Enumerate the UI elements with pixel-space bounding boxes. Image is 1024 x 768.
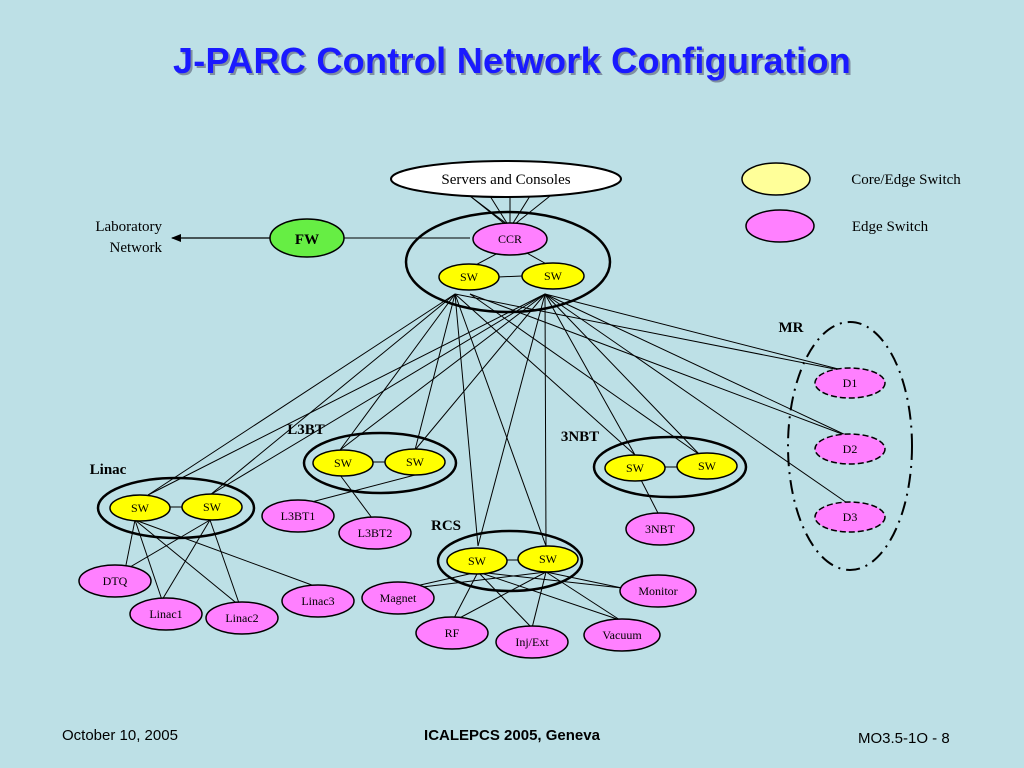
- linac-switch-left: [109, 494, 171, 522]
- rf-node: [415, 616, 489, 650]
- l3bt1-label: L3BT1: [281, 509, 316, 523]
- linac-switch-right: [181, 493, 243, 521]
- l3bt2-node: [338, 516, 412, 550]
- core-switch-left-label: SW: [460, 270, 479, 284]
- lab-network-label-line2: Network: [110, 240, 163, 256]
- ccr-label: CCR: [498, 232, 522, 246]
- l3bt2-label: L3BT2: [358, 526, 393, 540]
- linac-switch-right-label: SW: [203, 500, 222, 514]
- mr-group-label: MR: [779, 320, 804, 336]
- nbt-group-ellipse: [592, 435, 748, 499]
- legend-edge-label: Edge Switch: [852, 219, 929, 235]
- injext-node: [495, 625, 569, 659]
- vacuum-node: [583, 618, 661, 652]
- linac2-label: Linac2: [225, 611, 258, 625]
- injext-label: Inj/Ext: [515, 635, 549, 649]
- magnet-node: [361, 581, 435, 615]
- footer-date: October 10, 2005: [62, 727, 178, 744]
- page-title: J-PARC Control Network Configuration: [172, 40, 852, 81]
- rcs-switch-left: [446, 547, 508, 575]
- core-switch-right-label: SW: [544, 269, 563, 283]
- vacuum-label: Vacuum: [602, 628, 642, 642]
- linac-group-label: Linac: [90, 462, 127, 478]
- monitor-node: [619, 574, 697, 608]
- core-group-ellipse: [404, 210, 612, 314]
- linac3-node: [281, 584, 355, 618]
- rf-label: RF: [445, 626, 460, 640]
- rcs-switch-right: [517, 545, 579, 573]
- legend-core-edge-swatch: [741, 162, 811, 196]
- footer-conference: ICALEPCS 2005, Geneva: [424, 727, 600, 744]
- mr-d2-node: [814, 433, 886, 465]
- lab-network-label-line1: Laboratory: [95, 219, 162, 235]
- nbt-switch-right-label: SW: [698, 459, 717, 473]
- ccr-node: [472, 222, 548, 256]
- linac3-label: Linac3: [301, 594, 334, 608]
- mr-d2-label: D2: [843, 442, 858, 456]
- l3bt-switch-left-label: SW: [334, 456, 353, 470]
- nbt-node: [625, 512, 695, 546]
- nbt-node-label: 3NBT: [645, 522, 676, 536]
- nbt-switch-right: [676, 452, 738, 480]
- connection-lines: [124, 195, 851, 629]
- linac1-node: [129, 597, 203, 631]
- mr-d1-label: D1: [843, 376, 858, 390]
- legend-edge-swatch: [745, 209, 815, 243]
- core-switch-right: [521, 262, 585, 290]
- l3bt-switch-left: [312, 449, 374, 477]
- l3bt-group-ellipse: [302, 431, 458, 495]
- nbt-switch-left: [604, 454, 666, 482]
- linac2-node: [205, 601, 279, 635]
- dtq-node: [78, 564, 152, 598]
- rcs-switch-right-label: SW: [539, 552, 558, 566]
- l3bt-switch-right-label: SW: [406, 455, 425, 469]
- rcs-group-ellipse: [436, 529, 584, 593]
- firewall-node: [269, 218, 345, 258]
- mr-group-ellipse: [787, 321, 913, 571]
- firewall-label: FW: [295, 232, 319, 248]
- legend-core-edge-label: Core/Edge Switch: [851, 172, 961, 188]
- nbt-group-label: 3NBT: [561, 429, 599, 445]
- linac1-label: Linac1: [149, 607, 182, 621]
- core-switch-left: [438, 263, 500, 291]
- l3bt-group-label: L3BT: [287, 422, 325, 438]
- dtq-label: DTQ: [103, 574, 128, 588]
- servers-node: [390, 160, 622, 198]
- magnet-label: Magnet: [380, 591, 417, 605]
- linac-group-ellipse: [96, 476, 256, 540]
- mr-d3-node: [814, 501, 886, 533]
- rcs-group-label: RCS: [431, 518, 461, 534]
- rcs-switch-left-label: SW: [468, 554, 487, 568]
- mr-d1-node: [814, 367, 886, 399]
- monitor-label: Monitor: [638, 584, 677, 598]
- footer-page-number: MO3.5-1O - 8: [858, 730, 950, 747]
- mr-d3-label: D3: [843, 510, 858, 524]
- linac-switch-left-label: SW: [131, 501, 150, 515]
- servers-label: Servers and Consoles: [441, 172, 570, 188]
- l3bt-switch-right: [384, 448, 446, 476]
- nbt-switch-left-label: SW: [626, 461, 645, 475]
- l3bt1-node: [261, 499, 335, 533]
